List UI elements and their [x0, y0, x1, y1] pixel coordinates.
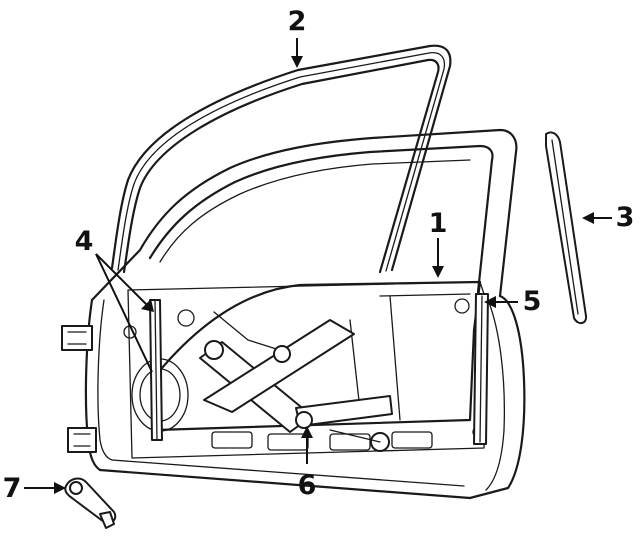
- callout-4: 4: [75, 226, 94, 257]
- door-shell: [61, 128, 526, 500]
- front-run-channel: [149, 299, 163, 441]
- callout-1: 1: [429, 208, 448, 239]
- callout-3: 3: [616, 202, 635, 233]
- callout-leaders: [24, 38, 612, 494]
- window-crank-handle: [64, 477, 117, 529]
- window-regulator: [199, 311, 393, 452]
- callout-6: 6: [298, 470, 317, 501]
- rear-run-channel: [473, 293, 489, 445]
- callout-5: 5: [523, 286, 542, 317]
- callout-2: 2: [288, 6, 307, 37]
- door-weatherstrip: [110, 44, 452, 274]
- channel-strip: [545, 131, 588, 324]
- callout-7: 7: [3, 473, 22, 504]
